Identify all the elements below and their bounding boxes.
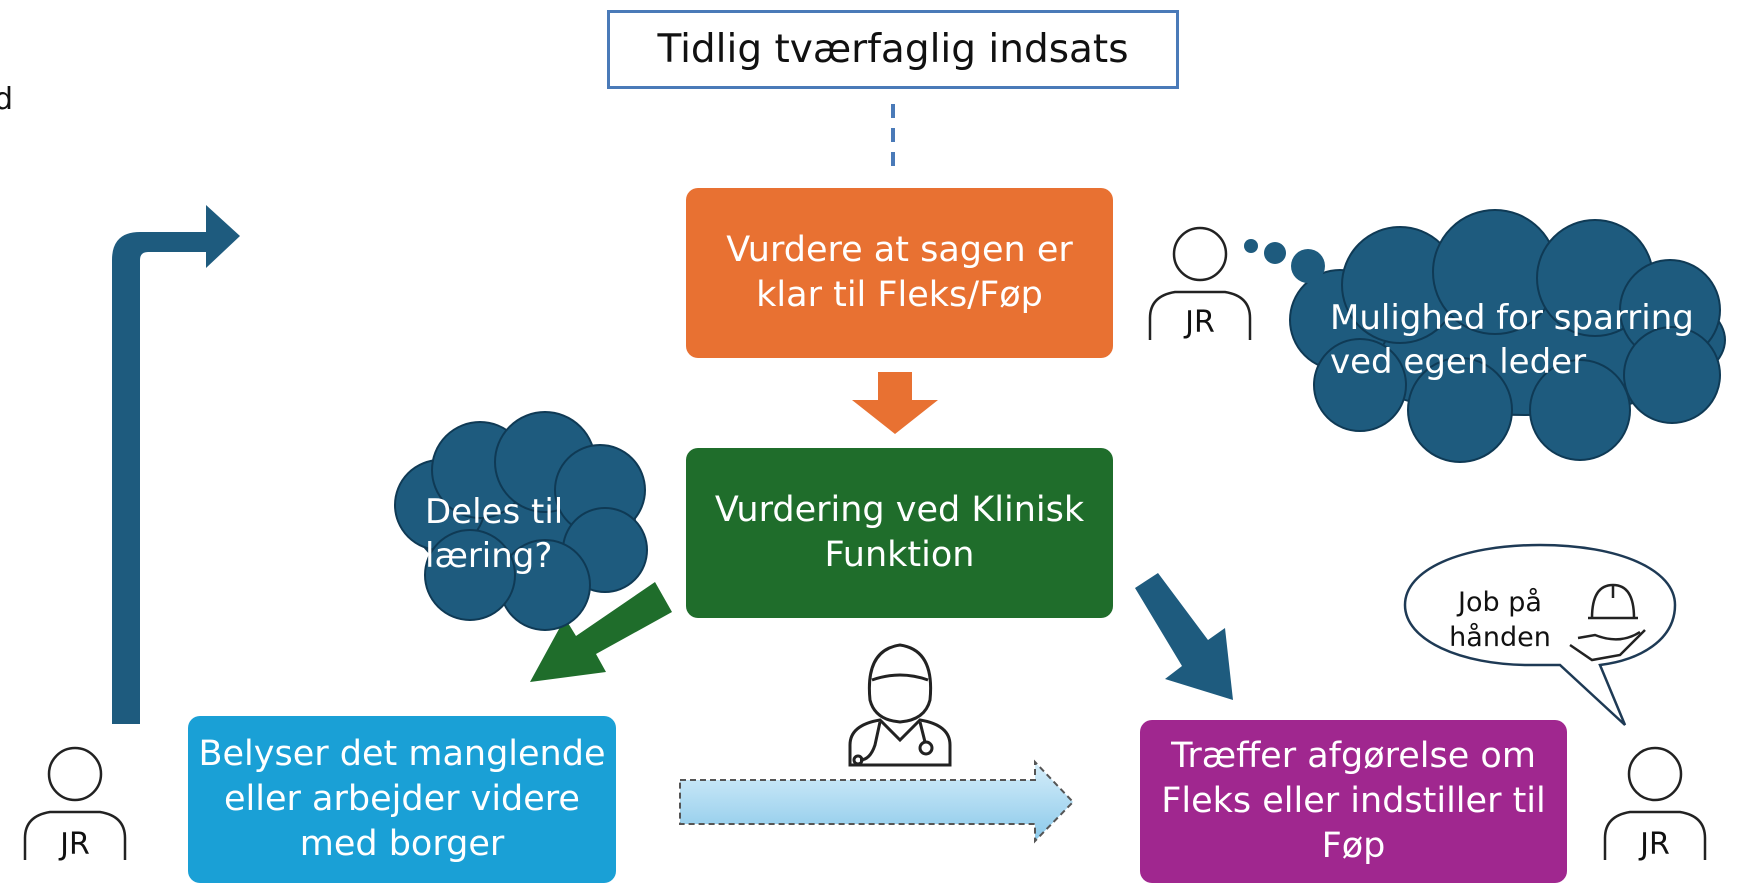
- person-label-bottom-left: JR: [60, 827, 90, 862]
- hardhat-hand-icon: [1569, 583, 1646, 662]
- thought-dot-large: [1291, 249, 1325, 283]
- doctor-icon: [848, 643, 952, 767]
- person-icon-top-right: [1148, 226, 1252, 340]
- blue-box-continue: Belyser det manglende eller arbejder vid…: [188, 716, 616, 883]
- speech-bubble-text: Job på hånden: [1449, 587, 1551, 653]
- person-label-bottom-right: JR: [1640, 827, 1670, 862]
- orange-down-arrow: [852, 372, 938, 434]
- speech-bubble: [1403, 543, 1677, 726]
- purple-box-decision: Træffer afgørelse om Fleks eller indstil…: [1140, 720, 1567, 883]
- cloud-right-text: Mulighed for sparring ved egen leder: [1330, 298, 1694, 382]
- top-box-title: Tidlig tværfaglig indsats: [607, 10, 1179, 89]
- cloud-right: [1289, 209, 1726, 463]
- thought-dot-small: [1244, 239, 1258, 253]
- upturn-arrow: [112, 205, 240, 724]
- orange-box-assess: Vurdere at sagen er klar til Fleks/Føp: [686, 188, 1113, 358]
- person-icon-bottom-right: [1603, 746, 1707, 860]
- cloud-left: [394, 411, 648, 631]
- light-blue-arrow: [679, 759, 1075, 844]
- green-diagonal-arrow: [530, 582, 672, 682]
- person-label-top-right: JR: [1185, 305, 1215, 340]
- green-box-clinical: Vurdering ved Klinisk Funktion: [686, 448, 1113, 618]
- person-icon-bottom-left: [23, 746, 127, 860]
- edge-text-fragment: d: [0, 82, 14, 117]
- navy-diagonal-arrow: [1135, 573, 1233, 700]
- cloud-left-text: Deles til læring?: [425, 492, 564, 576]
- thought-dot-medium: [1264, 242, 1286, 264]
